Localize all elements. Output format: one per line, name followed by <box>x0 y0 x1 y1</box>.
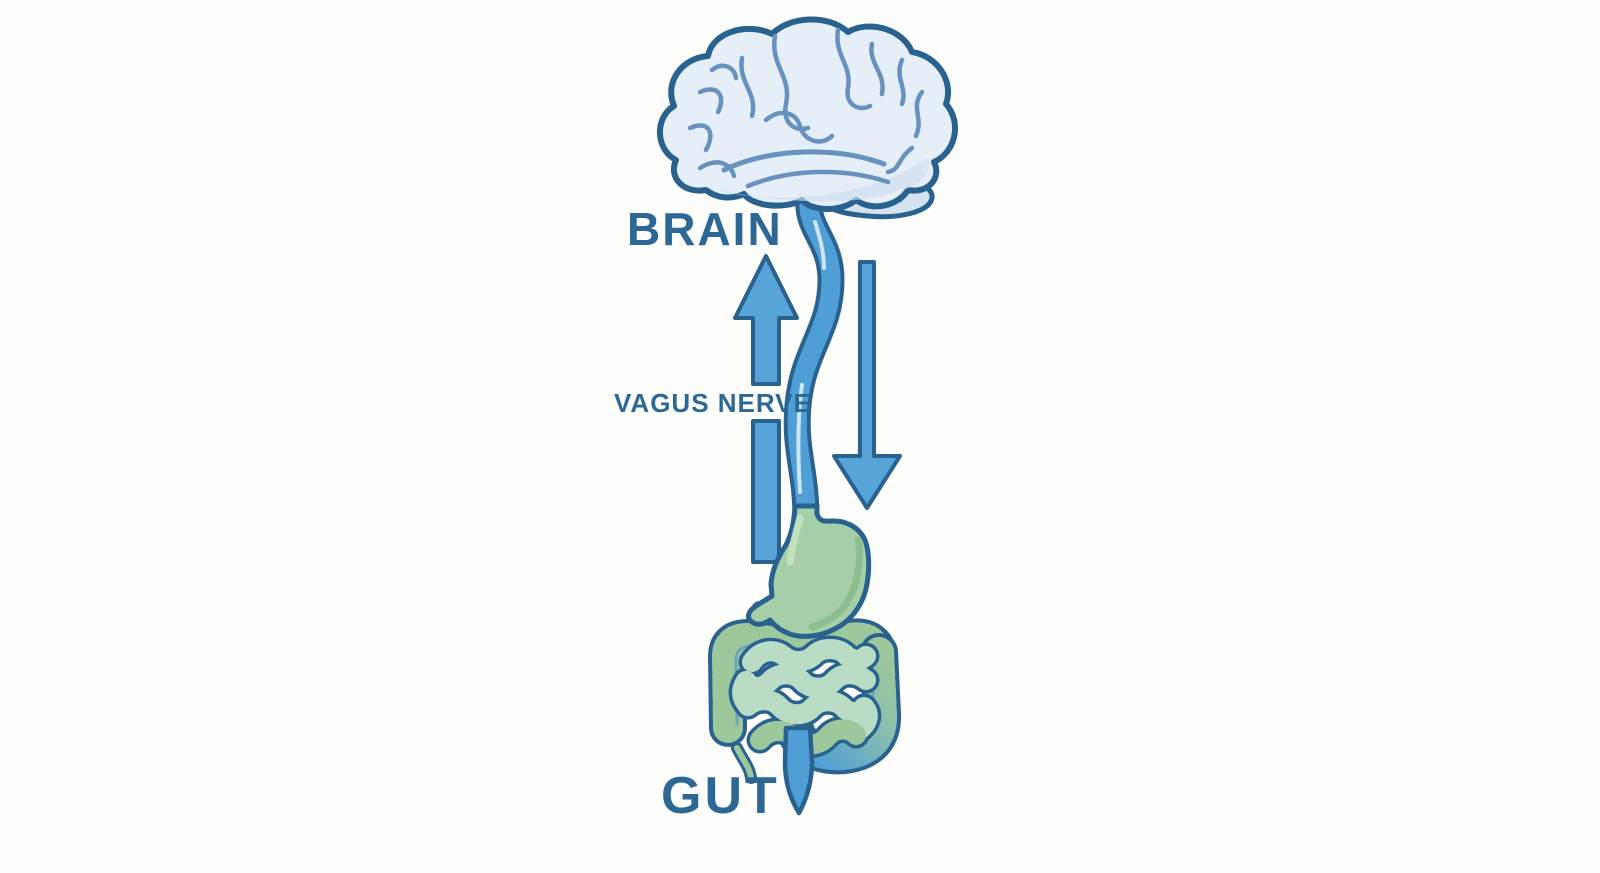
vagus-nerve-label: VAGUS NERVE <box>614 388 812 418</box>
down-arrow-shape <box>832 260 902 510</box>
brain-illustration <box>657 16 958 220</box>
vagus-nerve-highlight-lower <box>796 383 804 494</box>
up-arrow-head <box>733 254 799 386</box>
stomach-highlight <box>786 514 804 566</box>
vagus-nerve-highlight-upper <box>813 220 826 270</box>
appendix-fill <box>734 745 754 781</box>
gut-label: GUT <box>661 767 780 825</box>
stomach <box>746 503 872 639</box>
brain-folds <box>687 27 925 189</box>
signal-down-arrow-icon <box>832 260 902 510</box>
signal-up-arrow-icon <box>733 254 799 564</box>
brain-label: BRAIN <box>627 203 783 255</box>
gut-illustration <box>707 503 902 816</box>
small-intestine <box>728 635 882 759</box>
stomach-shade <box>808 536 863 631</box>
rectum <box>782 725 815 816</box>
up-arrow-shaft <box>751 419 781 564</box>
vagus-nerve-illustration <box>783 184 845 532</box>
cerebrum-shading <box>702 158 930 202</box>
stomach-body <box>746 503 872 639</box>
